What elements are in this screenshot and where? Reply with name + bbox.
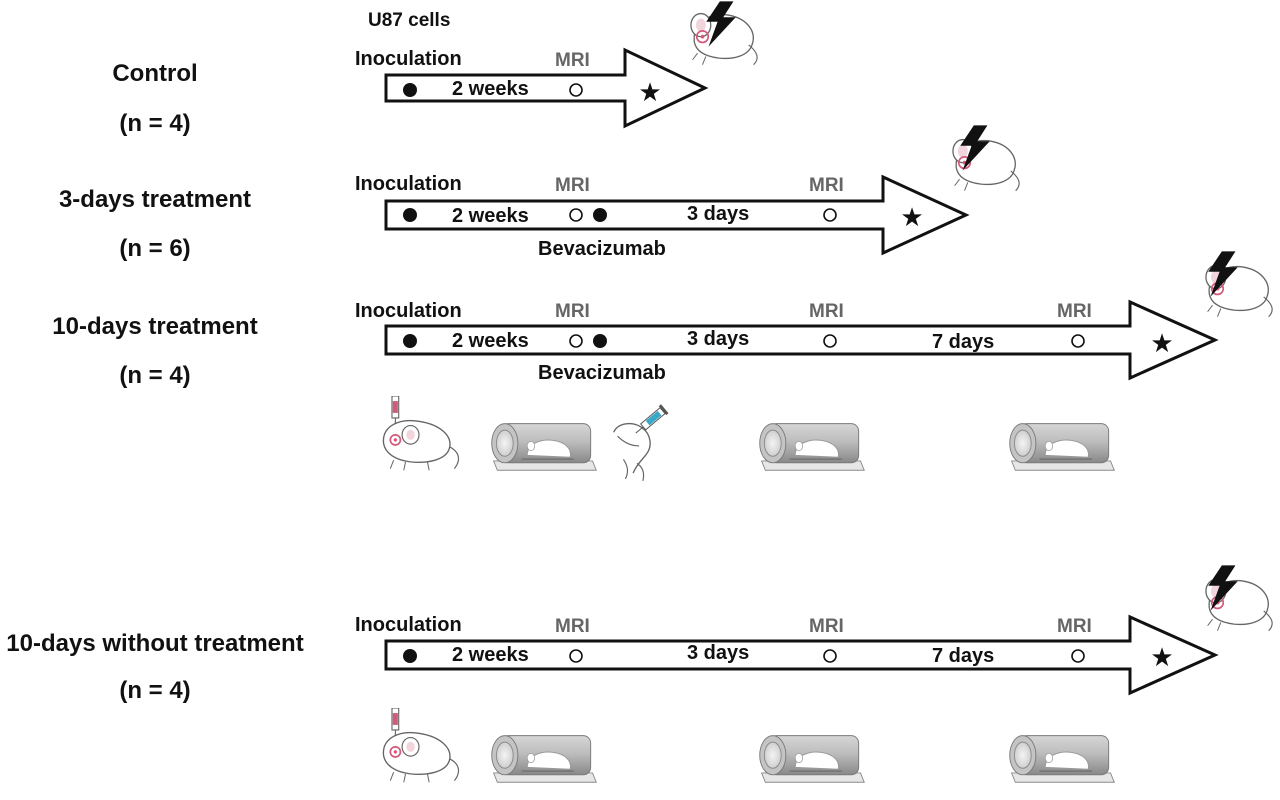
ten-day-timeline: ★ [384, 299, 1219, 381]
untreated-timeline: ★ [384, 614, 1219, 696]
inoculation-label: Inoculation [355, 614, 462, 636]
mri-scanner-icon [759, 735, 865, 783]
mri-label: MRI [555, 175, 590, 196]
treatment-label: Bevacizumab [538, 362, 666, 384]
group-name-control: Control [112, 60, 198, 87]
electric-sacrifice-icon [952, 125, 1021, 192]
cell-line-label: U87 cells [368, 10, 451, 31]
inoculation-label: Inoculation [355, 173, 462, 195]
inoculation-label: Inoculation [355, 300, 462, 322]
open-dot-icon [569, 83, 583, 97]
electric-sacrifice-icon [1205, 565, 1274, 632]
duration-label: 7 days [932, 645, 995, 667]
open-dot-icon [1071, 334, 1085, 348]
mri-label: MRI [555, 616, 590, 637]
mri-label: MRI [1057, 616, 1092, 637]
timeline-arrow [384, 47, 709, 129]
group-name-untreated: 10-days without treatment [6, 630, 304, 657]
group-n-three-day: (n = 6) [119, 235, 191, 262]
mouse-injection-icon [382, 708, 460, 784]
duration-label: 2 weeks [452, 330, 529, 352]
star-icon: ★ [900, 203, 923, 233]
control-timeline: ★ [384, 47, 709, 129]
filled-dot-icon [403, 208, 417, 222]
mri-label: MRI [809, 616, 844, 637]
electric-sacrifice-icon [690, 1, 759, 66]
open-dot-icon [823, 649, 837, 663]
mri-scanner-icon [491, 735, 597, 783]
duration-label: 3 days [687, 642, 750, 664]
open-dot-icon [569, 334, 583, 348]
electric-sacrifice-icon [1205, 251, 1274, 318]
duration-label: 3 days [687, 203, 750, 225]
three-day-timeline: ★ [384, 174, 970, 256]
mri-scanner-icon [491, 423, 597, 471]
filled-dot-icon [403, 649, 417, 663]
duration-label: 2 weeks [452, 205, 529, 227]
group-n-untreated: (n = 4) [119, 677, 191, 704]
open-dot-icon [823, 334, 837, 348]
duration-label: 3 days [687, 328, 750, 350]
filled-dot-icon [593, 334, 607, 348]
mouse-injection-icon [382, 396, 460, 472]
open-dot-icon [1071, 649, 1085, 663]
mri-label: MRI [555, 50, 590, 71]
star-icon: ★ [638, 78, 661, 108]
duration-label: 2 weeks [452, 78, 529, 100]
group-name-ten-day: 10-days treatment [52, 313, 258, 340]
mri-scanner-icon [759, 423, 865, 471]
group-n-control: (n = 4) [119, 110, 191, 137]
timeline-arrow [384, 299, 1219, 381]
duration-label: 7 days [932, 331, 995, 353]
mri-label: MRI [555, 301, 590, 322]
mri-scanner-icon [1009, 423, 1115, 471]
timeline-arrow [384, 614, 1219, 696]
mri-label: MRI [1057, 301, 1092, 322]
treatment-label: Bevacizumab [538, 238, 666, 260]
star-icon: ★ [1150, 329, 1173, 359]
open-dot-icon [569, 208, 583, 222]
duration-label: 2 weeks [452, 644, 529, 666]
filled-dot-icon [403, 83, 417, 97]
bevacizumab-injection-icon [613, 403, 670, 482]
open-dot-icon [823, 208, 837, 222]
mri-scanner-icon [1009, 735, 1115, 783]
inoculation-label: Inoculation [355, 48, 462, 70]
mri-label: MRI [809, 175, 844, 196]
group-name-three-day: 3-days treatment [58, 186, 252, 213]
timeline-arrow [384, 174, 970, 256]
mri-label: MRI [809, 301, 844, 322]
open-dot-icon [569, 649, 583, 663]
group-n-ten-day: (n = 4) [119, 362, 191, 389]
filled-dot-icon [403, 334, 417, 348]
filled-dot-icon [593, 208, 607, 222]
star-icon: ★ [1150, 643, 1173, 673]
